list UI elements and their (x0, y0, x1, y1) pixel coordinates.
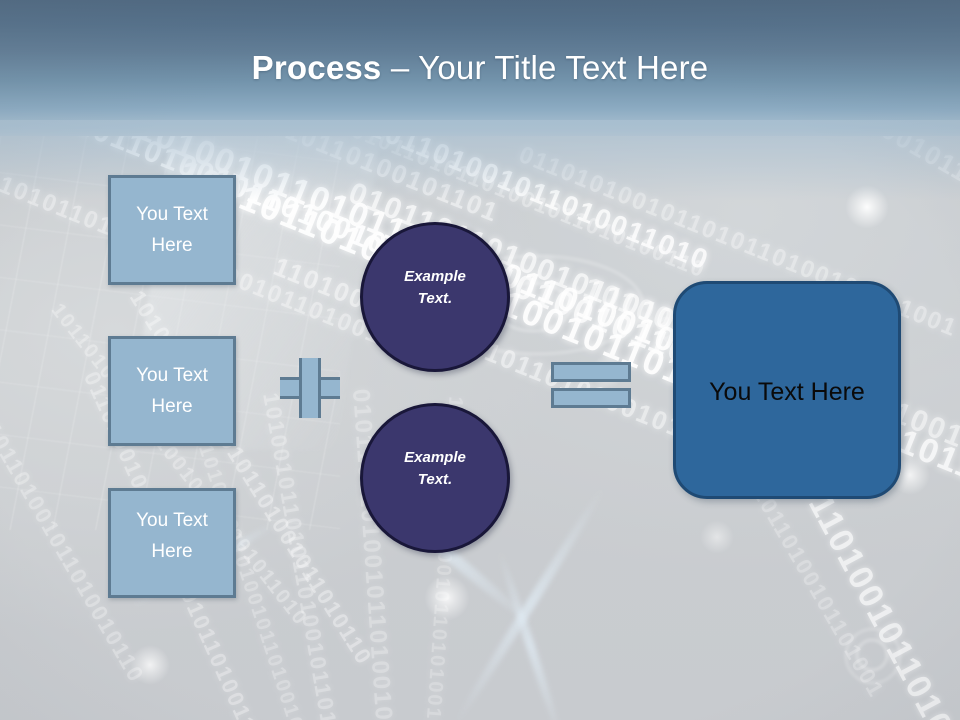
header-gradient-band (0, 0, 960, 136)
result-box[interactable]: You Text Here (673, 281, 901, 499)
plus-center-fill (302, 380, 318, 396)
plus-icon (280, 358, 340, 418)
result-box-label: You Text Here (709, 377, 865, 406)
background-eye-motif-4 (856, 639, 888, 671)
background-eye-motif-3 (845, 628, 901, 684)
equals-bottom-bar (551, 388, 631, 408)
slide-title-rest: – Your Title Text Here (381, 49, 709, 86)
slide-title: Process – Your Title Text Here (0, 48, 960, 88)
slide-title-bold: Process (251, 49, 382, 86)
equals-top-bar (551, 362, 631, 382)
equals-icon (551, 362, 631, 408)
